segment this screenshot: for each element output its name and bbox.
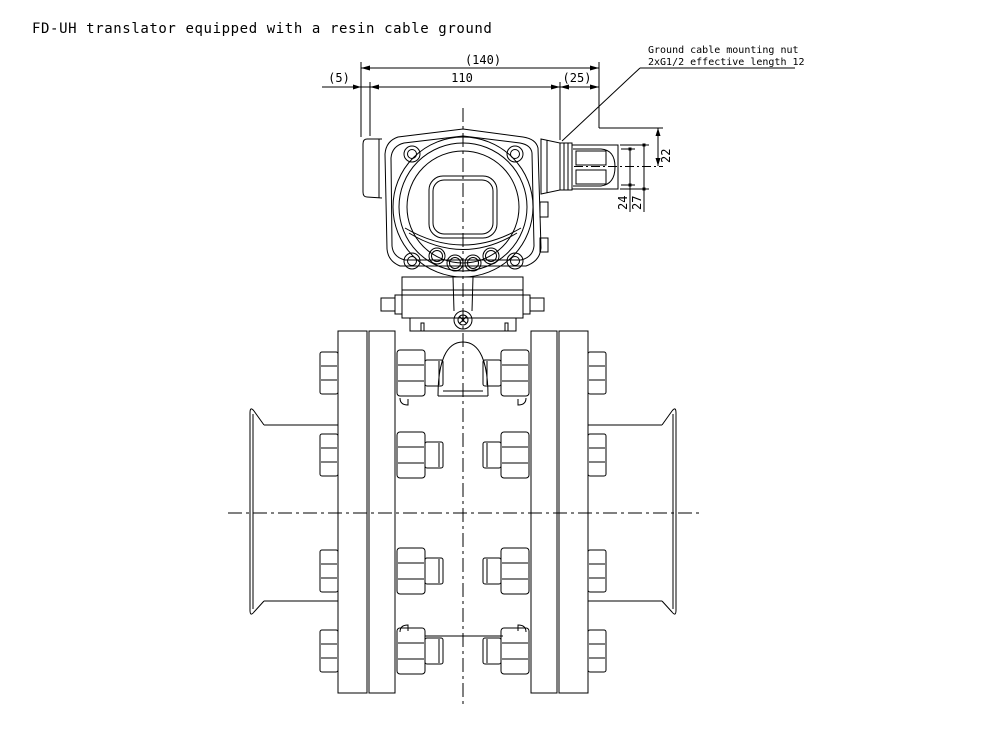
process-connections: [250, 409, 676, 614]
neck-tube-line: [453, 277, 454, 311]
flange-bolt: [396, 349, 444, 397]
flange-nut: [587, 549, 607, 593]
side-tab: [540, 238, 548, 252]
flange-plate: [369, 331, 395, 693]
flange-nut: [587, 433, 607, 477]
display-window: [429, 176, 497, 238]
housing-inner-outline: [391, 136, 534, 260]
dim-arrow: [590, 84, 599, 90]
dim-110-label: 110: [451, 71, 473, 85]
gland-connector: [541, 139, 560, 194]
dim-marker: [642, 143, 646, 147]
flange-bolt: [482, 349, 530, 397]
housing-outline: [385, 129, 541, 266]
flange-nut: [587, 629, 607, 673]
dim-27-label: 27: [630, 196, 644, 210]
dim-arrow: [655, 158, 661, 166]
gland-hex-nut: [572, 145, 618, 189]
dim-24-label: 24: [616, 196, 630, 210]
dim-arrow: [551, 84, 560, 90]
retainer-hook: [518, 625, 526, 632]
ground-screw-cross: [460, 317, 467, 324]
dimension-top-group: (140) (5) 110 (25): [322, 53, 599, 140]
dim-5-label: (5): [328, 71, 350, 85]
step-notch: [505, 323, 508, 331]
mounting-step: [410, 318, 516, 331]
transmitter-head: [363, 129, 548, 277]
push-button-icon: [446, 254, 464, 272]
flange-nut: [319, 351, 339, 395]
retainer-hook: [400, 398, 408, 405]
flange-bolt: [482, 627, 530, 675]
cover-screw-icon: [506, 252, 524, 270]
push-button-icon: [464, 254, 482, 272]
side-plug-plate: [395, 295, 402, 314]
gland-facet-panel: [576, 170, 606, 184]
gland-facet-panel: [576, 151, 606, 165]
dim-22-label: 22: [659, 149, 673, 163]
dim-arrow: [560, 84, 569, 90]
dim-arrow: [655, 128, 661, 136]
gland-collar: [560, 143, 572, 190]
push-button-icon: [428, 247, 446, 265]
ferrule-right: [662, 409, 676, 614]
flange-plate: [559, 331, 588, 693]
gland-nose-arc: [601, 149, 615, 186]
ground-cable-annotation: Ground cable mounting nut 2xG1/2 effecti…: [562, 45, 805, 141]
cable-gland: [541, 139, 618, 194]
flange-bolt: [482, 431, 530, 479]
ferrule-left: [250, 409, 264, 614]
flange-bolt: [482, 547, 530, 595]
flange-nut: [319, 433, 339, 477]
diaphragm-dome: [438, 342, 488, 396]
step-notch: [421, 323, 424, 331]
leader-line: [562, 68, 640, 141]
dim-marker: [628, 147, 632, 151]
flange-bolt: [396, 547, 444, 595]
retainer-hook: [400, 625, 408, 632]
flange-bolt: [396, 627, 444, 675]
side-plug-plate: [523, 295, 530, 314]
button-panel-arc-inner: [409, 233, 517, 250]
ground-screw: [454, 311, 472, 329]
dimension-gland-group: 22 27 24: [599, 128, 673, 212]
dim-arrow: [361, 65, 370, 71]
flange-nut: [319, 549, 339, 593]
button-panel-arc: [405, 228, 521, 245]
flange-nut: [587, 351, 607, 395]
side-plug: [530, 298, 544, 311]
dim-140-label: (140): [465, 53, 501, 67]
annotation-line1: Ground cable mounting nut: [648, 45, 799, 56]
display-window-inner: [433, 180, 493, 234]
flange-plate: [531, 331, 557, 693]
transmitter-neck: [381, 277, 544, 331]
cover-lock-tab: [363, 139, 382, 198]
dim-arrow: [353, 84, 361, 90]
ground-screw-inner: [458, 315, 468, 325]
dim-arrow: [590, 65, 599, 71]
flange-assembly: [319, 331, 607, 693]
dim-marker: [628, 183, 632, 187]
annotation-line2: 2xG1/2 effective length 12: [648, 57, 805, 68]
dim-marker: [642, 187, 646, 191]
cover-bezel-mid: [399, 143, 527, 271]
dim-25-label: (25): [563, 71, 592, 85]
flange-bolt: [396, 431, 444, 479]
dim-arrow: [370, 84, 379, 90]
retainer-hook: [518, 398, 526, 405]
flange-nut: [319, 629, 339, 673]
side-plug: [381, 298, 395, 311]
drawing-title: FD-UH translator equipped with a resin c…: [32, 21, 492, 37]
neck-tube-line: [472, 277, 473, 311]
side-tab: [540, 202, 548, 217]
flange-plate: [338, 331, 367, 693]
